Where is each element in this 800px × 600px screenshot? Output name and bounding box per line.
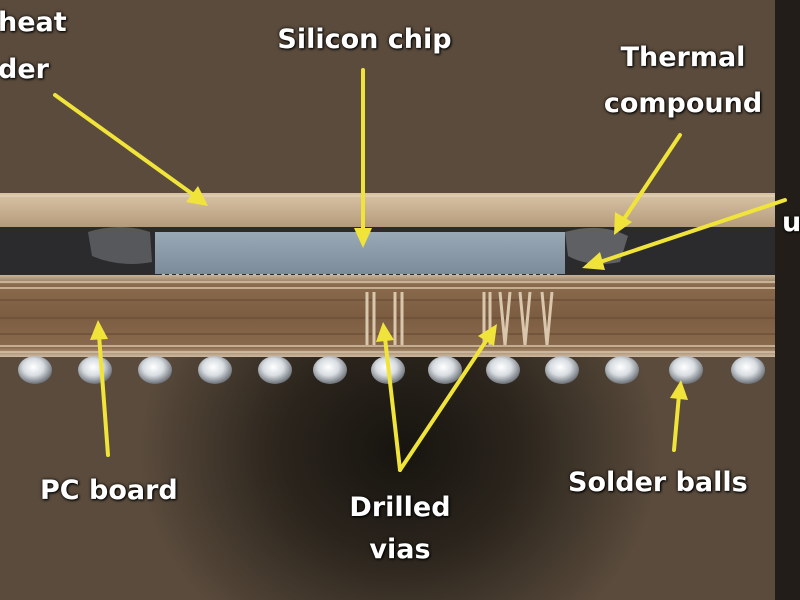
via: [498, 291, 512, 346]
arrow-silicon-chip: [354, 68, 372, 248]
solder-ball: [198, 356, 232, 384]
label-thermal-compound-line2: compound: [603, 88, 763, 119]
via: [518, 291, 532, 346]
arrow-heat-spreader: [53, 93, 208, 206]
solder-ball: [669, 356, 703, 384]
solder-ball: [545, 356, 579, 384]
arrow-drilled-vias-left: [376, 322, 402, 472]
label-heat-spreader-line1: heat: [0, 7, 67, 38]
annotation-arrows: [53, 68, 787, 472]
solder-ball: [731, 356, 765, 384]
via: [540, 291, 554, 346]
solder-ball: [428, 356, 462, 384]
solder-ball: [18, 356, 52, 384]
arrow-pc-board: [90, 320, 110, 457]
thermal-compound-right: [565, 227, 628, 264]
label-drilled-vias-line1: Drilled: [349, 492, 451, 523]
arrow-drilled-vias-right: [398, 324, 497, 472]
thermal-compound-left: [88, 227, 152, 264]
solder-ball-row: [18, 356, 765, 384]
arrow-underfill: [582, 198, 787, 270]
solder-ball: [486, 356, 520, 384]
label-thermal-compound-line1: Thermal: [620, 42, 746, 73]
solder-ball: [78, 356, 112, 384]
solder-ball: [313, 356, 347, 384]
label-pc-board: PC board: [40, 475, 178, 506]
label-heat-spreader-line2: der: [0, 54, 49, 85]
label-solder-balls: Solder balls: [568, 467, 748, 498]
label-drilled-vias-line2: vias: [369, 534, 431, 565]
drilled-vias-group: [365, 291, 554, 346]
solder-ball: [138, 356, 172, 384]
arrow-solder-balls: [670, 380, 688, 452]
solder-ball: [605, 356, 639, 384]
arrow-thermal-compound: [614, 133, 682, 235]
label-silicon-chip: Silicon chip: [277, 24, 452, 55]
right-border-strip: [775, 0, 800, 600]
label-underfill-fragment: u: [782, 207, 800, 238]
solder-ball: [258, 356, 292, 384]
heat-spreader: [0, 193, 775, 227]
